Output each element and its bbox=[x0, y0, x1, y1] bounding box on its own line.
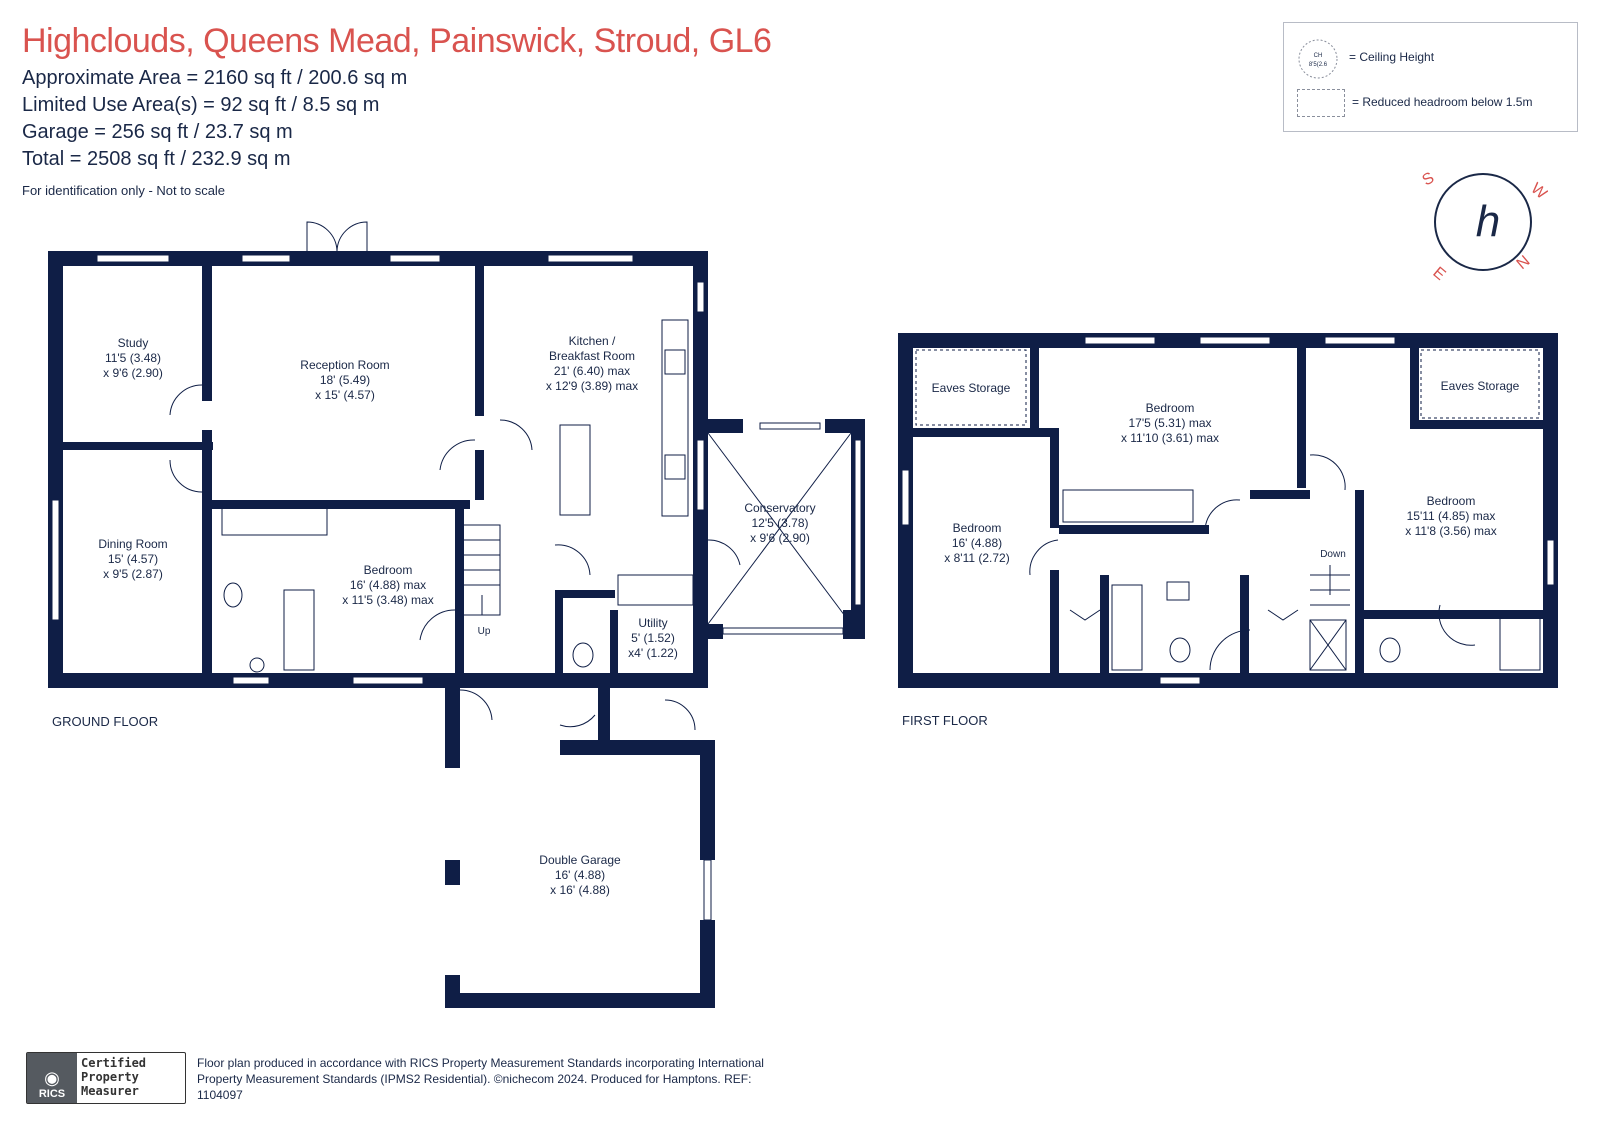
ff-bed-right-name: Bedroom bbox=[1427, 494, 1476, 508]
reduced-headroom-label: = Reduced headroom below 1.5m bbox=[1352, 95, 1533, 109]
compass-logo-letter: h bbox=[1476, 197, 1500, 246]
compass-rose: h S W E N bbox=[1420, 169, 1549, 284]
first-stairs bbox=[1310, 565, 1350, 606]
garage-area: Garage = 256 sq ft / 23.7 sq m bbox=[22, 121, 293, 143]
reception-name: Reception Room bbox=[300, 358, 389, 372]
ff-bed-left-dim-1: 16' (4.88) bbox=[952, 536, 1002, 550]
eaves-left-label: Eaves Storage bbox=[932, 381, 1011, 395]
ff-stairs-label: Down bbox=[1320, 549, 1346, 560]
compass-circle bbox=[1434, 173, 1532, 271]
ff-bed-mid-dim-2: x 11'10 (3.61) max bbox=[1121, 431, 1219, 445]
kitchen-name-1: Kitchen / bbox=[569, 334, 616, 348]
badge-line-2: Property bbox=[81, 1070, 139, 1084]
ff-bed-right-dim-2: x 11'8 (3.56) max bbox=[1405, 524, 1496, 538]
first-floor-windows bbox=[901, 336, 1555, 685]
gf-bedroom-name: Bedroom bbox=[364, 563, 413, 577]
rics-wordmark: RICS bbox=[38, 1088, 66, 1100]
dining-dim-1: 15' (4.57) bbox=[108, 552, 158, 566]
kitchen-name-2: Breakfast Room bbox=[549, 349, 635, 363]
eaves-right-label: Eaves Storage bbox=[1441, 379, 1520, 393]
study-name: Study bbox=[118, 336, 149, 350]
reception-dim-2: x 15' (4.57) bbox=[315, 388, 375, 402]
gf-bedroom-dim-1: 16' (4.88) max bbox=[350, 578, 426, 592]
dining-dim-2: x 9'5 (2.87) bbox=[103, 567, 163, 581]
ground-floor-doors bbox=[169, 221, 741, 731]
ch-sample-top: CH bbox=[1314, 53, 1323, 59]
first-floor-fixtures bbox=[915, 349, 1541, 671]
utility-dim-1: 5' (1.52) bbox=[631, 631, 675, 645]
ch-sample-bottom: 8'5(2.6 bbox=[1309, 62, 1328, 68]
approx-area: Approximate Area = 2160 sq ft / 200.6 sq… bbox=[22, 67, 408, 89]
ground-floor-labels: Study 11'5 (3.48) x 9'6 (2.90) Reception… bbox=[98, 334, 815, 897]
rics-emblem-icon: ◉ bbox=[44, 1068, 60, 1088]
first-floor-label: FIRST FLOOR bbox=[902, 713, 988, 728]
kitchen-dim-2: x 12'9 (3.89) max bbox=[546, 379, 638, 393]
footer-disclaimer: Floor plan produced in accordance with R… bbox=[197, 1056, 764, 1102]
utility-name: Utility bbox=[638, 616, 667, 630]
gf-bedroom-dim-2: x 11'5 (3.48) max bbox=[342, 593, 433, 607]
ceiling-height-label: = Ceiling Height bbox=[1349, 50, 1435, 64]
garage-dim-1: 16' (4.88) bbox=[555, 868, 605, 882]
rics-logo: ◉ RICS bbox=[27, 1053, 77, 1103]
badge-line-1: Certified bbox=[81, 1056, 147, 1070]
ground-floor-label: GROUND FLOOR bbox=[52, 714, 159, 729]
total-area: Total = 2508 sq ft / 232.9 sq m bbox=[22, 148, 291, 170]
ceiling-height-icon: CH 8'5(2.6 bbox=[1298, 39, 1338, 79]
legend-box: CH 8'5(2.6 = Ceiling Height = Reduced he… bbox=[1283, 22, 1578, 132]
page-title: Highclouds, Queens Mead, Painswick, Stro… bbox=[22, 22, 772, 60]
utility-dim-2: x4' (1.22) bbox=[628, 646, 678, 660]
ground-floor-windows bbox=[51, 254, 862, 921]
conservatory-dim-2: x 9'6 (2.90) bbox=[750, 531, 810, 545]
ff-bed-left-name: Bedroom bbox=[953, 521, 1002, 535]
badge-line-3: Measurer bbox=[81, 1084, 139, 1098]
study-dim-2: x 9'6 (2.90) bbox=[103, 366, 163, 380]
reception-dim-1: 18' (5.49) bbox=[320, 373, 370, 387]
rics-certified-badge: ◉ RICS Certified Property Measurer bbox=[26, 1052, 186, 1104]
ff-bed-left-dim-2: x 8'11 (2.72) bbox=[944, 551, 1009, 565]
scale-note: For identification only - Not to scale bbox=[22, 183, 226, 198]
ff-bed-mid-name: Bedroom bbox=[1146, 401, 1195, 415]
garage-dim-2: x 16' (4.88) bbox=[550, 883, 610, 897]
reduced-headroom-swatch bbox=[1297, 89, 1345, 117]
study-dim-1: 11'5 (3.48) bbox=[105, 351, 161, 365]
gf-stairs-label: Up bbox=[478, 626, 491, 637]
conservatory-name: Conservatory bbox=[744, 501, 815, 515]
first-floor-labels: Eaves Storage Eaves Storage Bedroom 17'5… bbox=[932, 379, 1520, 565]
dining-name: Dining Room bbox=[98, 537, 167, 551]
conservatory-roof-lines bbox=[707, 432, 852, 625]
conservatory-dim-1: 12'5 (3.78) bbox=[752, 516, 809, 530]
ff-bed-right-dim-1: 15'11 (4.85) max bbox=[1407, 509, 1496, 523]
badge-text: Certified Property Measurer bbox=[81, 1056, 146, 1098]
limited-use-area: Limited Use Area(s) = 92 sq ft / 8.5 sq … bbox=[22, 94, 380, 116]
garage-name: Double Garage bbox=[539, 853, 621, 867]
kitchen-dim-1: 21' (6.40) max bbox=[554, 364, 630, 378]
ff-bed-mid-dim-1: 17'5 (5.31) max bbox=[1129, 416, 1212, 430]
ground-stairs bbox=[462, 539, 500, 615]
